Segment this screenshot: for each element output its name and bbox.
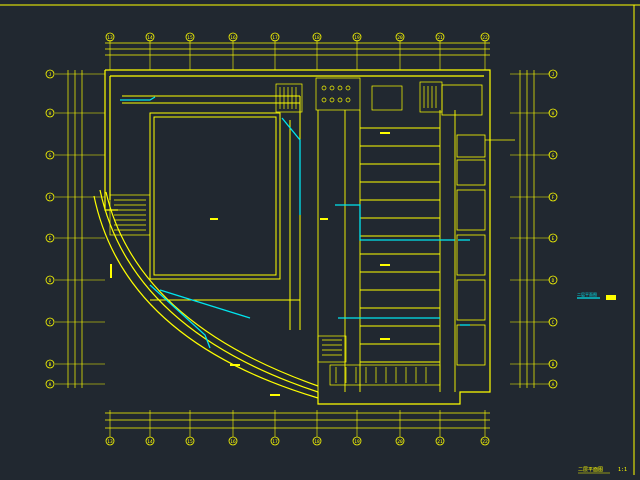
left-axis-label: F: [49, 195, 52, 201]
legend-swatch: [606, 295, 616, 300]
top-axis-label: 14: [147, 35, 153, 41]
bottom-axis-label: 15: [187, 439, 193, 445]
bottom-axis-label: 20: [397, 439, 403, 445]
bottom-axis-label: 16: [230, 439, 236, 445]
bottom-axis-bubbles: [105, 436, 490, 446]
top-axis-label: 17: [272, 35, 278, 41]
title-block: 二层平面图 1:1: [578, 467, 627, 474]
room-marks: [110, 132, 390, 396]
bottom-axis-label: 14: [147, 439, 153, 445]
left-axis-label: D: [49, 278, 52, 284]
legend-note: 二层平面图: [577, 291, 616, 300]
left-axis-label: H: [49, 111, 52, 117]
drawing-title: 二层平面图: [578, 467, 603, 473]
bottom-axis-label: 22: [482, 439, 488, 445]
top-axis-bubbles: [105, 32, 490, 42]
bottom-axis-label: 18: [314, 439, 320, 445]
axis-leaders: [55, 40, 550, 437]
right-axis-label: C: [552, 320, 555, 326]
right-side-rooms: [441, 84, 515, 366]
dimension-lines: [67, 42, 535, 429]
left-axis-label: B: [49, 362, 52, 368]
right-axis-label: H: [552, 111, 555, 117]
top-axis-label: 13: [107, 35, 113, 41]
right-axis-label: J: [552, 72, 555, 78]
stair-bottom: [317, 335, 441, 386]
right-axis-label: F: [552, 195, 555, 201]
right-axis-label: A: [552, 382, 555, 388]
right-axis-bubbles: [548, 69, 558, 389]
cyan-service-lines: [120, 96, 470, 349]
toilet-block: [315, 77, 403, 111]
stair-top: [275, 81, 443, 113]
bottom-axis-label: 21: [437, 439, 443, 445]
left-axis-label: C: [49, 320, 52, 326]
top-axis-label: 20: [397, 35, 403, 41]
right-axis-label: G: [552, 153, 555, 159]
axis-labels: 13 14 15 16 17 18 19 20 21 22 13 14 15 1…: [49, 35, 555, 445]
top-axis-label: 18: [314, 35, 320, 41]
sheet-number: 1:1: [618, 467, 627, 473]
stair-left: [109, 194, 151, 236]
left-axis-label: E: [49, 236, 52, 242]
drawing-frame: [0, 4, 640, 475]
building-outline: [93, 69, 491, 405]
right-wing: [317, 110, 456, 392]
top-axis-label: 15: [187, 35, 193, 41]
left-axis-label: A: [49, 382, 52, 388]
top-axis-label: 22: [482, 35, 488, 41]
axis-bubbles: [45, 32, 558, 446]
top-axis-label: 19: [354, 35, 360, 41]
left-axis-bubbles: [45, 69, 55, 389]
left-axis-label: J: [49, 72, 52, 78]
bottom-axis-label: 19: [354, 439, 360, 445]
bottom-axis-label: 13: [107, 439, 113, 445]
legend-note-text: 二层平面图: [577, 291, 597, 297]
right-axis-label: D: [552, 278, 555, 284]
bottom-axis-label: 17: [272, 439, 278, 445]
right-axis-label: B: [552, 362, 555, 368]
right-axis-label: E: [552, 236, 555, 242]
top-axis-label: 16: [230, 35, 236, 41]
left-axis-label: G: [49, 153, 52, 159]
top-axis-label: 21: [437, 35, 443, 41]
